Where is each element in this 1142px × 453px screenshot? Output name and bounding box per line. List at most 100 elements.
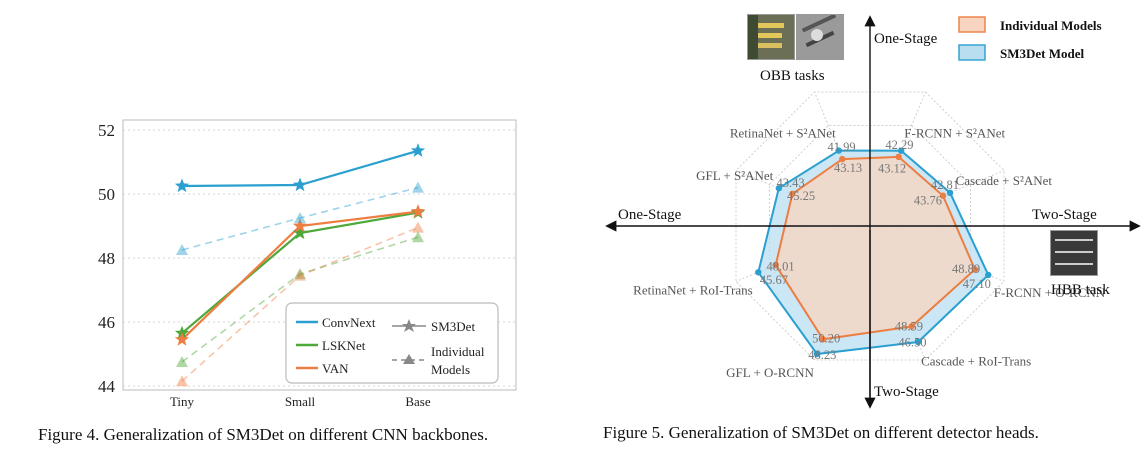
value-label-sm3det: 50.20	[812, 331, 840, 345]
star-marker	[292, 177, 308, 192]
hbb-aerial-image	[1050, 230, 1098, 276]
radar-vertex	[813, 350, 821, 358]
value-label-individual: 43.43	[776, 176, 804, 190]
radar-polygons	[757, 149, 990, 356]
chart-legend: ConvNext LSKNet VAN SM3Det Individual Mo…	[285, 302, 499, 384]
radar-vertex	[775, 185, 783, 192]
radar-axis-label: RetinaNet + RoI-Trans	[633, 282, 753, 297]
plot-frame	[122, 119, 517, 391]
star-marker	[174, 332, 190, 346]
radar-vertex	[939, 192, 947, 199]
triangle-marker	[412, 221, 424, 233]
obb-tasks-label: OBB tasks	[760, 68, 825, 84]
legend-sm3det: SM3Det	[431, 319, 475, 334]
radar-vertex	[908, 323, 915, 330]
web-ring	[735, 91, 1005, 361]
legend-van: VAN	[322, 361, 349, 376]
y-tick-label: 52	[98, 121, 115, 140]
x-tick-label: Tiny	[170, 394, 195, 409]
axis-label-left: One-Stage	[618, 207, 682, 223]
radar-vertex	[839, 155, 846, 163]
legend-lsknet: LSKNet	[322, 338, 366, 353]
obb-aerial-image-2	[796, 14, 844, 60]
radar-vertex	[946, 189, 954, 197]
value-label-individual: 47.10	[963, 277, 991, 291]
triangle-marker	[294, 268, 306, 279]
value-label-sm3det: 48.01	[766, 259, 794, 273]
star-marker	[174, 178, 190, 193]
star-marker	[292, 218, 308, 233]
value-label-individual: 45.67	[760, 273, 788, 287]
x-tick-labels: Tiny Small Base	[170, 394, 431, 409]
radar-axis-label: GFL + O-RCNN	[726, 365, 814, 380]
radar-vertex	[772, 261, 779, 269]
axis-label-right: Two-Stage	[1032, 207, 1097, 223]
radar-vertex	[971, 266, 979, 273]
figure5-caption: Figure 5. Generalization of SM3Det on di…	[603, 423, 1039, 442]
value-label-individual: 46.50	[898, 335, 926, 349]
legend-sm3det-model: SM3Det Model	[1000, 46, 1085, 61]
value-label-individual: 41.99	[827, 140, 855, 154]
legend-convnext: ConvNext	[322, 315, 376, 330]
legend-triangle-marker	[403, 354, 415, 364]
star-marker	[410, 204, 426, 218]
value-label-individual: 42.81	[931, 178, 959, 192]
series-line-convnext-individual	[181, 186, 419, 251]
value-label-sm3det: 48.89	[952, 262, 980, 276]
series-line-van-individual	[181, 226, 419, 382]
radar-vertex	[985, 271, 992, 279]
value-label-sm3det: 43.13	[834, 161, 862, 175]
triangle-marker	[294, 212, 306, 223]
star-marker	[410, 143, 426, 157]
radar-vertex	[835, 147, 842, 154]
radar-vertex	[819, 336, 827, 343]
legend-individual-models: Individual Models	[1000, 18, 1102, 33]
axis-label-bottom: Two-Stage	[874, 384, 939, 400]
x-tick-label: Base	[405, 394, 431, 409]
legend-individual-line1: Individual	[431, 344, 485, 359]
triangle-marker	[294, 269, 306, 281]
value-label-sm3det: 43.12	[878, 161, 906, 175]
y-tick-label: 44	[98, 377, 116, 396]
value-label-sm3det: 45.25	[787, 189, 815, 203]
value-label-sm3det: 48.59	[895, 319, 923, 333]
star-marker	[292, 225, 308, 240]
radar-vertex	[897, 147, 905, 154]
triangle-marker	[176, 356, 188, 367]
figure4-caption: Figure 4. Generalization of SM3Det on di…	[38, 425, 489, 444]
radar-axis-label: F-RCNN + O-RCNN	[994, 285, 1106, 300]
radar-axis-label: F-RCNN + S²ANet	[904, 125, 1005, 140]
radar-legend: Individual Models SM3Det Model	[958, 16, 1102, 61]
radar-vertex	[755, 269, 762, 276]
hbb-task-label: HBB task	[1051, 282, 1110, 298]
triangle-marker	[412, 181, 424, 193]
radar-vertex	[914, 338, 922, 346]
triangle-marker	[176, 244, 188, 255]
radar-axis-label: Cascade + S²ANet	[956, 173, 1053, 188]
radar-axis-label: Cascade + RoI-Trans	[921, 353, 1031, 368]
radar-axis-label: RetinaNet + S²ANet	[730, 125, 836, 140]
x-tick-label: Small	[285, 394, 316, 409]
value-label-sm3det: 43.76	[914, 194, 942, 208]
y-tick-label: 48	[98, 249, 115, 268]
radar-axis-label: GFL + S²ANet	[696, 168, 774, 183]
axis-label-top: One-Stage	[874, 31, 938, 47]
legend-individual-line2: Models	[431, 362, 470, 377]
obb-aerial-image-1	[747, 14, 795, 60]
series-markers	[174, 143, 426, 387]
legend-star-marker	[402, 319, 416, 332]
triangle-marker	[412, 231, 424, 243]
value-label-individual: 48.23	[808, 348, 836, 362]
series-line-lsknet-individual	[181, 236, 419, 363]
y-tick-label: 46	[98, 313, 115, 332]
value-label-individual: 42.29	[885, 138, 913, 152]
radar-vertex	[789, 190, 796, 198]
radar-vertices	[755, 147, 992, 358]
